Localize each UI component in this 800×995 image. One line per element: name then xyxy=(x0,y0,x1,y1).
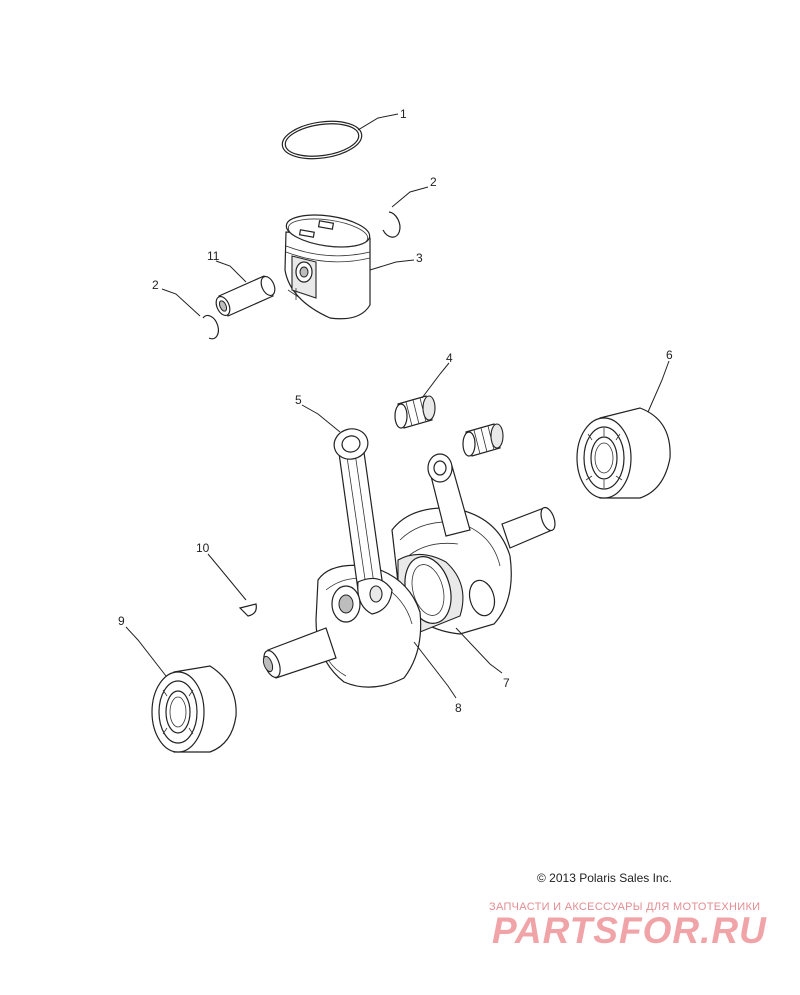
callout-11: 11 xyxy=(207,249,220,263)
woodruff-key xyxy=(238,603,257,617)
needle-bearing-lower xyxy=(462,423,504,457)
circlip-left xyxy=(202,314,219,340)
callout-6: 6 xyxy=(666,348,673,362)
callout-2-right: 2 xyxy=(430,175,437,189)
watermark-tagline: ЗАПЧАСТИ И АКСЕССУАРЫ ДЛЯ МОТОТЕХНИКИ xyxy=(489,901,761,913)
watermark-logo: PARTSFOR.RU xyxy=(492,910,767,951)
main-bearing-right xyxy=(576,407,671,499)
wrist-pin xyxy=(215,275,276,317)
leader-lines xyxy=(125,113,670,699)
crankshaft-assembly xyxy=(262,428,556,688)
callout-5: 5 xyxy=(295,393,302,407)
copyright-text: © 2013 Polaris Sales Inc. xyxy=(537,871,672,885)
main-bearing-left xyxy=(151,665,237,753)
piston xyxy=(284,214,371,320)
circlip-right xyxy=(382,211,401,238)
callout-10: 10 xyxy=(196,541,210,555)
callout-labels: 1 2 3 11 2 4 5 6 10 9 7 8 xyxy=(118,107,673,715)
callout-4: 4 xyxy=(446,351,453,365)
callout-8: 8 xyxy=(455,701,462,715)
callout-3: 3 xyxy=(416,251,423,265)
callout-7: 7 xyxy=(503,676,510,690)
callout-9: 9 xyxy=(118,614,125,628)
callout-2-left: 2 xyxy=(152,278,159,292)
needle-bearing-upper xyxy=(394,395,436,429)
callout-1: 1 xyxy=(400,107,407,121)
piston-ring xyxy=(281,120,363,160)
